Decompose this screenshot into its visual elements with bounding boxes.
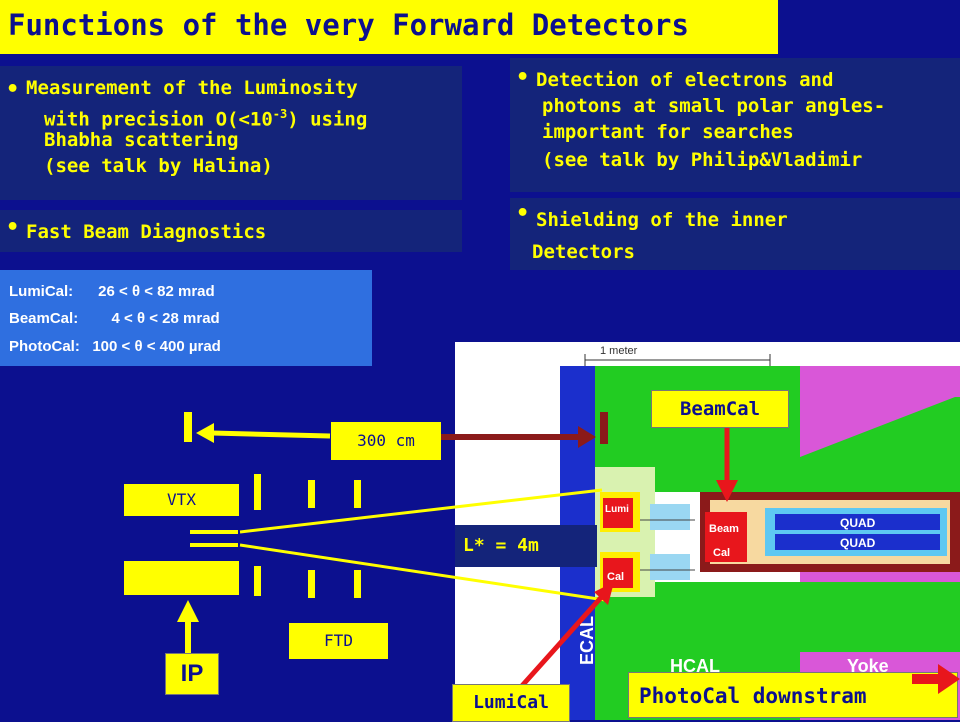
vtx-lower-box xyxy=(124,561,239,595)
vtx-label: VTX xyxy=(167,490,196,509)
ftd-bar-6 xyxy=(354,570,361,598)
lumical-arrow-head xyxy=(594,582,614,605)
page-title: Functions of the very Forward Detectors xyxy=(8,8,689,42)
lumi-bottom xyxy=(603,558,633,588)
lum-line-2-a: with precision O(<10 xyxy=(44,108,273,131)
photocal-label-box: PhotoCal downstram xyxy=(628,672,958,718)
photocal-arrow-shaft xyxy=(912,674,940,684)
ftd-bar-5 xyxy=(308,570,315,598)
lumical-arrow-line xyxy=(518,590,608,690)
beamcal-arrow xyxy=(716,422,738,502)
lumi-label-2: Cal xyxy=(607,571,624,583)
photocal-arrow-head xyxy=(938,664,960,694)
ip-box: IP xyxy=(165,653,219,695)
title-banner: Functions of the very Forward Detectors xyxy=(0,0,778,54)
lum-line-2-b: ) using xyxy=(287,108,368,131)
det-line-1: Detection of electrons and xyxy=(536,69,834,91)
quad-upper-label: QUAD xyxy=(840,516,876,530)
beamcal-label-box: BeamCal xyxy=(651,390,789,428)
det-line-4: (see talk by Philip&Vladimir xyxy=(542,149,863,171)
diagnostics-panel: • Fast Beam Diagnostics xyxy=(0,210,462,252)
photocal-label: PhotoCal downstram xyxy=(639,684,867,708)
lum-line-4: (see talk by Halina) xyxy=(44,155,273,177)
ip-schematic xyxy=(177,412,614,690)
range-beamcal: BeamCal: 4 < θ < 28 mrad xyxy=(9,310,220,327)
mask-lower xyxy=(650,554,690,580)
beamcal-arrow-tip xyxy=(716,480,738,502)
top-marker-bar xyxy=(184,412,192,442)
distance-label: 300 cm xyxy=(357,431,415,450)
lum-superscript: -3 xyxy=(272,107,288,121)
beamcal-marker-bar xyxy=(600,412,608,444)
shield-line-1: Shielding of the inner xyxy=(536,209,788,231)
beamcal-arrow-head xyxy=(578,426,596,448)
beamcal-block xyxy=(705,512,747,562)
mask-upper xyxy=(650,504,690,530)
ecal-label: ECAL xyxy=(577,616,597,665)
distance-arrow-head xyxy=(196,423,214,443)
shield-line-2: Detectors xyxy=(532,241,635,263)
lum-line-1: Measurement of the Luminosity xyxy=(26,77,358,99)
bullet-icon: • xyxy=(6,77,20,102)
ftd-label: FTD xyxy=(324,631,353,650)
detection-panel: • Detection of electrons and photons at … xyxy=(510,58,960,192)
range-photocal: PhotoCal: 100 < θ < 400 µrad xyxy=(9,338,221,355)
det-line-2: photons at small polar angles- xyxy=(542,95,886,117)
ftd-bar-3 xyxy=(354,480,361,508)
ip-arrow-head xyxy=(177,600,199,622)
beam-line-upper xyxy=(239,488,603,534)
ftd-bar-4 xyxy=(254,566,261,596)
ftd-bar-2 xyxy=(308,480,315,508)
vtx-box: VTX xyxy=(124,484,239,516)
diagnostics-text: Fast Beam Diagnostics xyxy=(26,221,267,243)
ip-label: IP xyxy=(180,660,204,687)
luminosity-panel: • Measurement of the Luminosity with pre… xyxy=(0,66,462,200)
beam-label-2: Cal xyxy=(713,547,730,559)
angle-ranges-box: LumiCal: 26 < θ < 82 mrad BeamCal: 4 < θ… xyxy=(0,270,372,366)
distance-box: 300 cm xyxy=(331,422,441,460)
ftd-bar-1 xyxy=(254,474,261,510)
yoke-label: Yoke xyxy=(847,656,889,676)
beam-line-lower xyxy=(239,543,606,602)
quad-lower xyxy=(775,534,940,550)
distance-arrow-line xyxy=(211,430,331,439)
shielding-panel: • Shielding of the inner Detectors xyxy=(510,198,960,270)
bullet-icon: • xyxy=(516,201,530,226)
ftd-box: FTD xyxy=(289,623,388,659)
scale-label: 1 meter xyxy=(600,345,638,357)
lumical-label-box: LumiCal xyxy=(452,684,570,722)
det-line-3: important for searches xyxy=(542,121,794,143)
hcal-label: HCAL xyxy=(670,656,720,676)
lstar-box: L* = 4m xyxy=(455,525,597,567)
ip-line-bottom xyxy=(190,543,238,547)
photocal-arrow xyxy=(912,664,960,694)
lumi-label-1: Lumi xyxy=(605,504,629,515)
bullet-icon: • xyxy=(516,65,530,90)
bullet-icon: • xyxy=(6,215,20,240)
beam-label-1: Beam xyxy=(709,523,739,535)
lstar-label: L* = 4m xyxy=(463,535,539,556)
quad-lower-label: QUAD xyxy=(840,536,876,550)
lumical-label: LumiCal xyxy=(473,692,549,713)
beamcal-label: BeamCal xyxy=(679,398,761,420)
lum-line-2: with precision O(<10-3) using xyxy=(44,102,367,131)
lum-line-3: Bhabha scattering xyxy=(44,129,239,151)
range-lumical: LumiCal: 26 < θ < 82 mrad xyxy=(9,283,215,300)
ip-line-top xyxy=(190,530,238,534)
quad-upper xyxy=(775,514,940,530)
lumi-top xyxy=(603,498,633,528)
